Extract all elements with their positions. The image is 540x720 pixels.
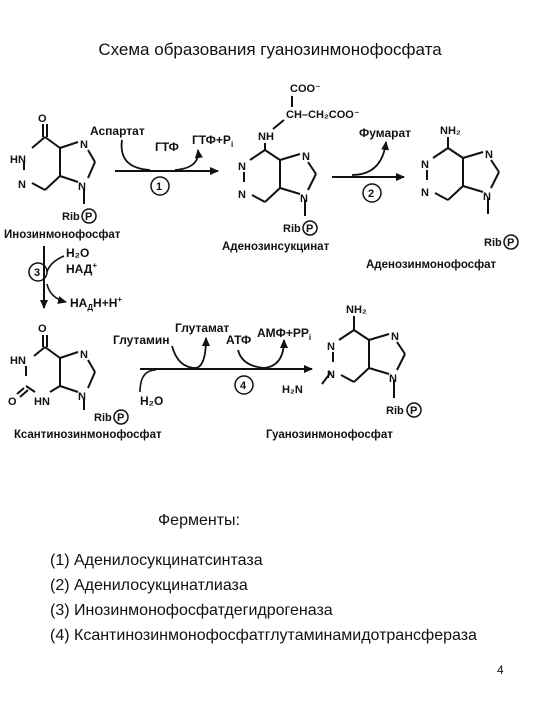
step-4-circle: [234, 375, 254, 395]
imp-n9: N: [78, 181, 86, 193]
step-1-circle: [150, 176, 170, 196]
xmp-n7: N: [80, 349, 88, 361]
xmp-oxygen-left: O: [8, 396, 17, 408]
gmp-phosphate-circle: [406, 402, 422, 418]
amp-rib: Rib: [484, 237, 502, 249]
enzymes-heading: Ферменты:: [158, 512, 240, 529]
gmp-n3: N: [327, 369, 335, 381]
xmp-phosphate-circle: [113, 409, 129, 425]
amp-name: Аденозинмонофосфат: [366, 259, 497, 271]
step-2-number: 2: [368, 188, 374, 200]
imp-oxygen: O: [38, 113, 47, 125]
gmp-name: Гуанозинмонофосфат: [266, 429, 393, 441]
gmp-n9: N: [389, 373, 397, 385]
atp-arrow: [237, 349, 265, 369]
gmp-n1: N: [327, 341, 335, 353]
gtp-label: ГТФ: [155, 140, 179, 154]
adenylosuccinate-structure: [243, 96, 317, 216]
glutamate-label: Глутамат: [175, 321, 229, 335]
imp-rib: Rib: [62, 211, 80, 223]
page-number: 4: [497, 663, 504, 677]
step-4-number: 4: [240, 380, 247, 392]
adenylosuccinate-nh: NH: [258, 131, 274, 143]
xmp-n9: N: [78, 391, 86, 403]
gmp-rib: Rib: [386, 405, 404, 417]
adenylosuccinate-rib: Rib: [283, 223, 301, 235]
xmp-hn1: HN: [10, 355, 26, 367]
amp-n3: N: [421, 187, 429, 199]
amp-n7: N: [485, 149, 493, 161]
amp-ppi-arrow: [263, 339, 288, 369]
imp-n1: N: [18, 179, 26, 191]
imp-structure: [23, 124, 96, 204]
step-1-number: 1: [156, 181, 162, 193]
reaction-scheme: O HN N N N Rib P Инозинмонофосфат Аспарт…: [4, 83, 519, 441]
water-top-arrow: [46, 255, 65, 273]
step-3-number: 3: [34, 267, 40, 279]
enzyme-item: (3) Инозинмонофосфатдегидрогеназа: [50, 602, 333, 619]
glutamine-label: Глутамин: [113, 333, 170, 347]
amp-n1: N: [421, 159, 429, 171]
enzyme-item: (2) Аденилосукцинатлиаза: [50, 577, 248, 594]
gmp-phosphate: P: [410, 405, 417, 417]
nad-label: НАД+: [66, 261, 97, 276]
water-bottom-arrow: [139, 369, 157, 393]
nadh-arrow: [46, 283, 67, 304]
step-2-circle: [362, 183, 382, 203]
glutamate-arrow: [195, 337, 210, 369]
fumarate-arrow: [351, 141, 390, 176]
xmp-structure: [16, 335, 96, 410]
gmp-n7: N: [391, 331, 399, 343]
adenylosuccinate-n3: N: [238, 189, 246, 201]
nadh-label: НАДН+Н+: [70, 295, 122, 312]
gmp-h2n: H₂N: [282, 384, 303, 396]
amp-ppi-label: АМФ+PPi: [257, 326, 311, 342]
water-bottom-label: H₂O: [140, 394, 163, 408]
glutamine-arrow: [171, 345, 197, 369]
amp-structure: [426, 137, 500, 214]
adenylosuccinate-chain: CH–CH₂COO⁻: [286, 109, 360, 121]
imp-phosphate: P: [85, 211, 92, 223]
imp-hn: HN: [10, 154, 26, 166]
adenylosuccinate-n1: N: [238, 161, 246, 173]
gmp-nh2: NH₂: [346, 304, 367, 316]
adenylosuccinate-phosphate-circle: [302, 220, 318, 236]
page-title: Схема образования гуанозинмонофосфата: [98, 40, 442, 59]
adenylosuccinate-n9: N: [300, 193, 308, 205]
xmp-rib: Rib: [94, 412, 112, 424]
enzyme-item: (1) Аденилосукцинатсинтаза: [50, 552, 263, 569]
fumarate-label: Фумарат: [359, 126, 411, 140]
water-top-label: H₂O: [66, 246, 89, 260]
xmp-phosphate: P: [117, 412, 124, 424]
aspartate-label: Аспартат: [90, 124, 145, 138]
amp-nh2: NH₂: [440, 125, 461, 137]
enzyme-item: (4) Ксантинозинмонофосфатглутаминамидотр…: [50, 627, 477, 644]
imp-phosphate-circle: [81, 208, 97, 224]
enzyme-list: (1) Аденилосукцинатсинтаза (2) Аденилосу…: [50, 548, 477, 648]
aspartate-arrow: [120, 139, 151, 171]
adenylosuccinate-n7: N: [302, 151, 310, 163]
gmp-structure: [321, 316, 406, 398]
imp-name: Инозинмонофосфат: [4, 229, 121, 241]
adenylosuccinate-coo: COO⁻: [290, 83, 321, 95]
xmp-oxygen-top: O: [38, 323, 47, 335]
xmp-hn3: HN: [34, 396, 50, 408]
adenylosuccinate-name: Аденозинсукцинат: [222, 241, 330, 253]
amp-n9: N: [483, 191, 491, 203]
amp-phosphate: P: [507, 237, 514, 249]
xmp-name: Ксантинозинмонофосфат: [14, 429, 162, 441]
imp-n7: N: [80, 139, 88, 151]
gdp-pi-label: ГТФ+Pi: [192, 133, 233, 149]
gdp-arrow: [174, 149, 203, 171]
adenylosuccinate-phosphate: P: [306, 223, 313, 235]
atp-label: АТФ: [226, 333, 251, 347]
amp-phosphate-circle: [503, 234, 519, 250]
